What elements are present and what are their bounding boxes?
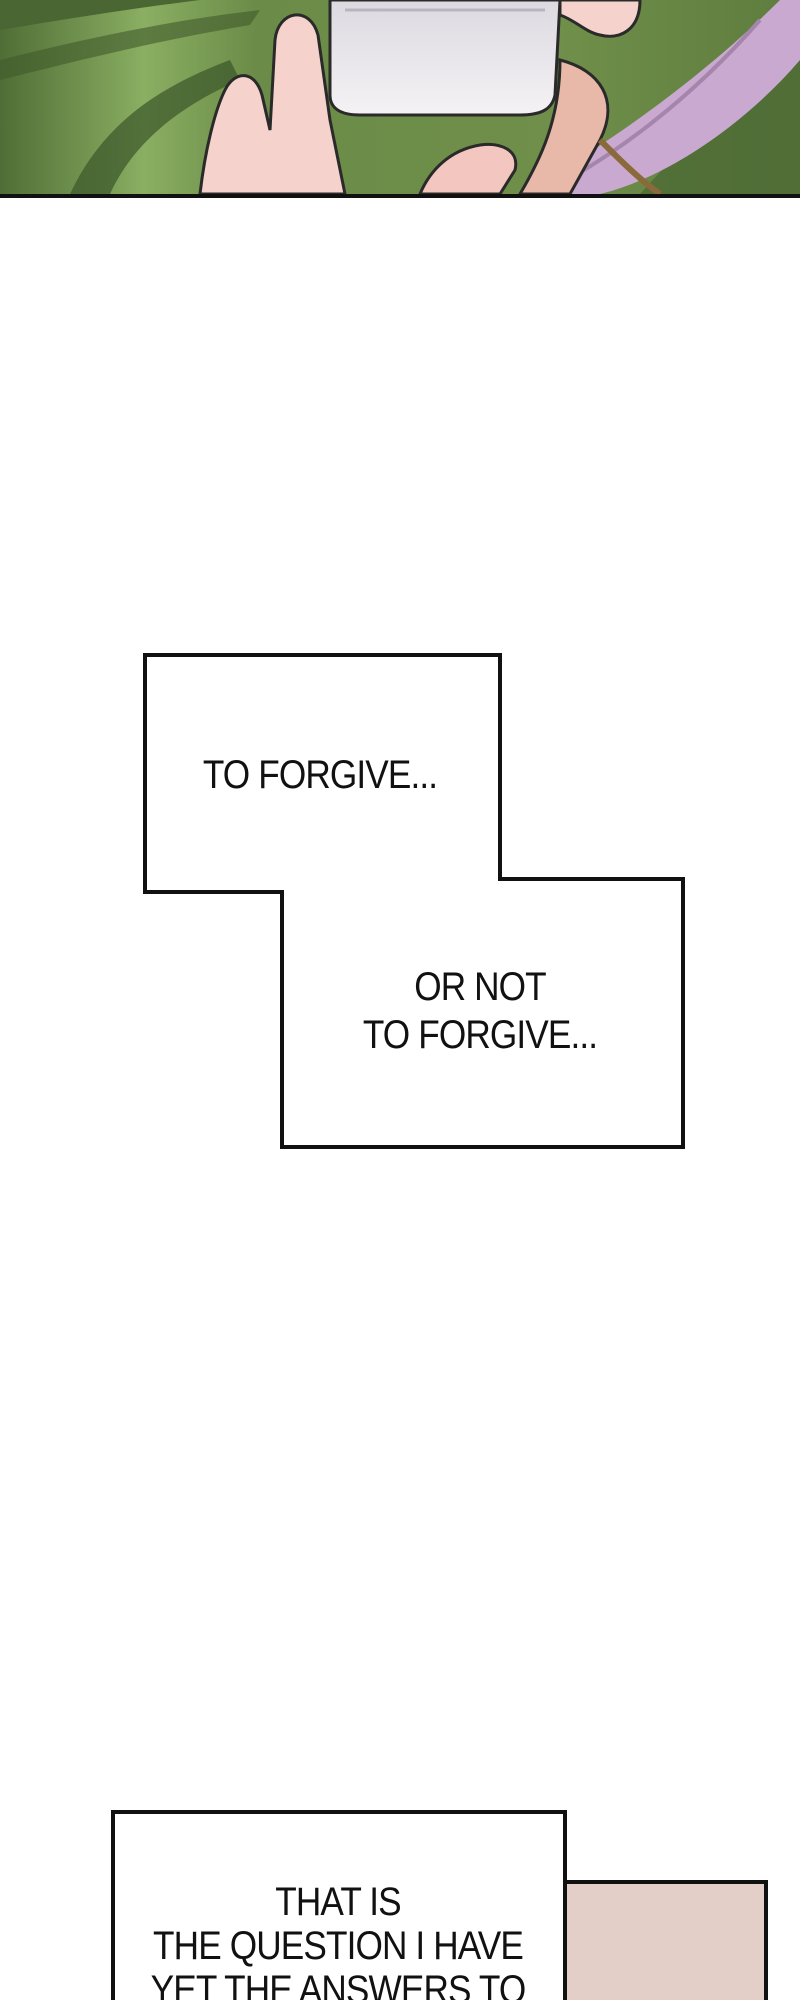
caption-line-that-is: THAT IS — [275, 1880, 401, 1924]
top-comic-panel — [0, 0, 800, 198]
caption-line-to-forgive: TO FORGIVE... — [202, 753, 438, 797]
caption-line-yet-the-answers: YET THE ANSWERS TO — [150, 1968, 527, 2000]
comic-panel-hands-holding-cup — [0, 0, 800, 194]
caption-box-question: THAT IS THE QUESTION I HAVE YET THE ANSW… — [139, 1868, 537, 2000]
caption-line-the-question: THE QUESTION I HAVE — [153, 1924, 524, 1968]
bottom-panel-frame — [111, 1810, 768, 2000]
caption-box-forgive — [143, 653, 685, 1149]
caption-line-to-forgive-2: TO FORGIVE... — [362, 1013, 598, 1057]
caption-line-or-not: OR NOT — [414, 965, 546, 1009]
